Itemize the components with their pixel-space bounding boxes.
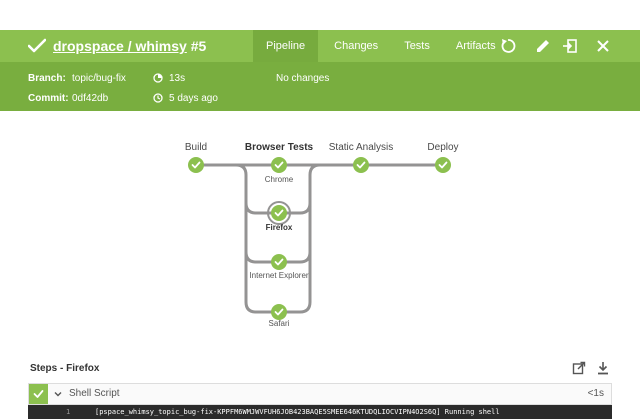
branch-node-chrome: [271, 157, 287, 173]
check-icon: [33, 390, 44, 398]
run-title: dropspace / whimsy #5: [53, 38, 206, 54]
edit-icon[interactable]: [535, 38, 551, 54]
check-icon: [356, 161, 366, 169]
run-summary-bar: Branch: topic/bug-fix Commit: 0df42db 13…: [0, 62, 640, 111]
stage-node-build: [188, 157, 204, 173]
success-check-icon: [28, 38, 46, 53]
tab-artifacts[interactable]: Artifacts: [455, 40, 496, 52]
chevron-down-icon[interactable]: [54, 390, 62, 398]
stage-node-static-analysis: [353, 157, 369, 173]
tab-changes[interactable]: Changes: [334, 40, 379, 52]
check-icon: [274, 161, 284, 169]
log-line-text: [pspace_whimsy_topic_bug-fix-KPPFM6WMJWV…: [95, 408, 500, 416]
rerun-icon[interactable]: [500, 38, 516, 54]
duration-value: 13s: [169, 73, 186, 84]
stage-label-deploy[interactable]: Deploy: [427, 142, 459, 153]
clock-icon: [153, 93, 163, 103]
check-icon: [274, 258, 284, 266]
stage-node-deploy: [435, 157, 451, 173]
stage-label-browser-tests[interactable]: Browser Tests: [244, 142, 314, 153]
close-icon[interactable]: [595, 38, 611, 54]
run-tabs: Pipeline Changes Tests Artifacts: [253, 30, 507, 62]
duration-icon: [153, 73, 163, 83]
download-icon[interactable]: [596, 361, 610, 375]
stage-label-build[interactable]: Build: [184, 142, 208, 153]
branch-node-firefox: [271, 205, 287, 221]
branch-label-chrome[interactable]: Chrome: [264, 175, 294, 184]
tab-tests[interactable]: Tests: [404, 40, 430, 52]
open-log-icon[interactable]: [572, 361, 586, 375]
branch-value[interactable]: topic/bug-fix: [72, 73, 126, 84]
run-number: #5: [190, 38, 207, 54]
time-ago-value: 5 days ago: [169, 93, 218, 104]
changes-summary: No changes: [276, 73, 330, 84]
step-status-success: [29, 384, 48, 404]
step-log: 1 [pspace_whimsy_topic_bug-fix-KPPFM6WMJ…: [28, 405, 612, 419]
tab-pipeline[interactable]: Pipeline: [253, 30, 319, 62]
check-icon: [274, 308, 284, 316]
pipeline-graph: Build Browser Tests Static Analysis Depl…: [184, 142, 459, 328]
selected-node-ring: [267, 201, 291, 225]
commit-value[interactable]: 0df42db: [72, 93, 109, 104]
job-link[interactable]: dropspace / whimsy: [53, 38, 187, 54]
step-row[interactable]: Shell Script <1s: [28, 383, 612, 405]
branch-node-internet-explorer: [271, 254, 287, 270]
branch-node-safari: [271, 304, 287, 320]
branch-label-firefox[interactable]: Firefox: [265, 223, 293, 232]
commit-label: Commit:: [28, 93, 69, 104]
branch-label-internet-explorer[interactable]: Internet Explorer: [249, 271, 309, 280]
step-name: Shell Script: [69, 388, 120, 399]
run-header-bar: dropspace / whimsy #5 Pipeline Changes T…: [0, 30, 640, 62]
stage-label-static-analysis[interactable]: Static Analysis: [328, 142, 394, 153]
step-duration: <1s: [587, 388, 604, 399]
steps-title: Steps - Firefox: [30, 363, 100, 374]
check-icon: [274, 209, 284, 217]
log-line-number: 1: [66, 408, 71, 416]
branch-label: Branch:: [28, 73, 66, 84]
branch-label-safari[interactable]: Safari: [268, 319, 290, 328]
check-icon: [191, 161, 201, 169]
open-classic-icon[interactable]: [562, 38, 578, 54]
check-icon: [438, 161, 448, 169]
pipeline-connectors: [188, 157, 451, 320]
